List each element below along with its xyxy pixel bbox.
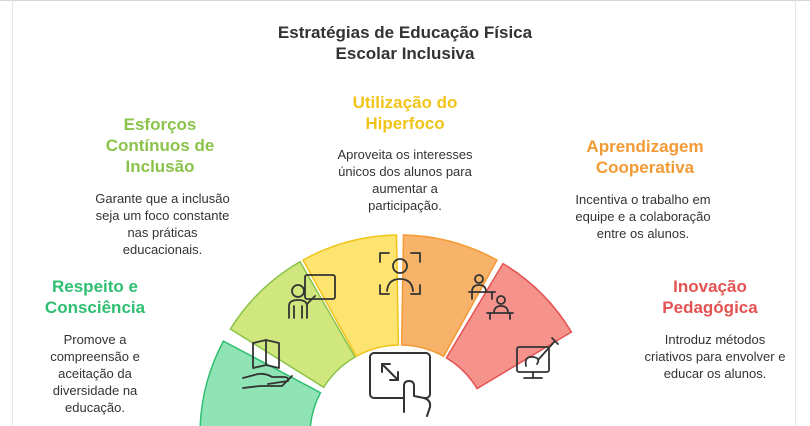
segment-inovacao [445, 262, 573, 390]
description-hiperfoco: Aproveita os interesses únicos dos aluno… [337, 147, 473, 213]
teacher-board-icon [288, 274, 336, 319]
focus-person-icon [379, 252, 421, 295]
heading-respeito: Respeito e Consciência [44, 277, 146, 317]
segment-cooperativa [400, 234, 499, 358]
segment-esforcos [229, 260, 357, 389]
heading-cooperativa: Aprendizagem Cooperativa [586, 137, 704, 177]
heading-hiperfoco: Utilização do Hiperfoco [352, 93, 458, 133]
digital-drawing-icon [516, 337, 559, 379]
frame-right-border [795, 0, 796, 426]
segment-respeito [199, 340, 322, 426]
frame-top-border [0, 0, 810, 1]
description-esforcos: Garante que a inclusão seja um foco cons… [95, 191, 230, 257]
description-inovacao: Introduz métodos criativos para envolver… [644, 332, 786, 381]
segment-hiperfoco [301, 234, 400, 358]
description-respeito: Promove a compreensão e aceitação da div… [50, 332, 140, 415]
heading-inovacao: Inovação Pedagógica [662, 277, 758, 317]
diagram-title: Estratégias de Educação Física Escolar I… [277, 23, 533, 63]
touch-expand-icon [369, 352, 432, 417]
description-cooperativa: Incentiva o trabalho em equipe e a colab… [575, 192, 711, 241]
frame-left-border [12, 0, 13, 426]
heading-esforcos: Esforços Contínuos de Inclusão [105, 115, 215, 176]
open-book-hand-icon [242, 339, 293, 389]
students-desks-icon [468, 274, 514, 320]
